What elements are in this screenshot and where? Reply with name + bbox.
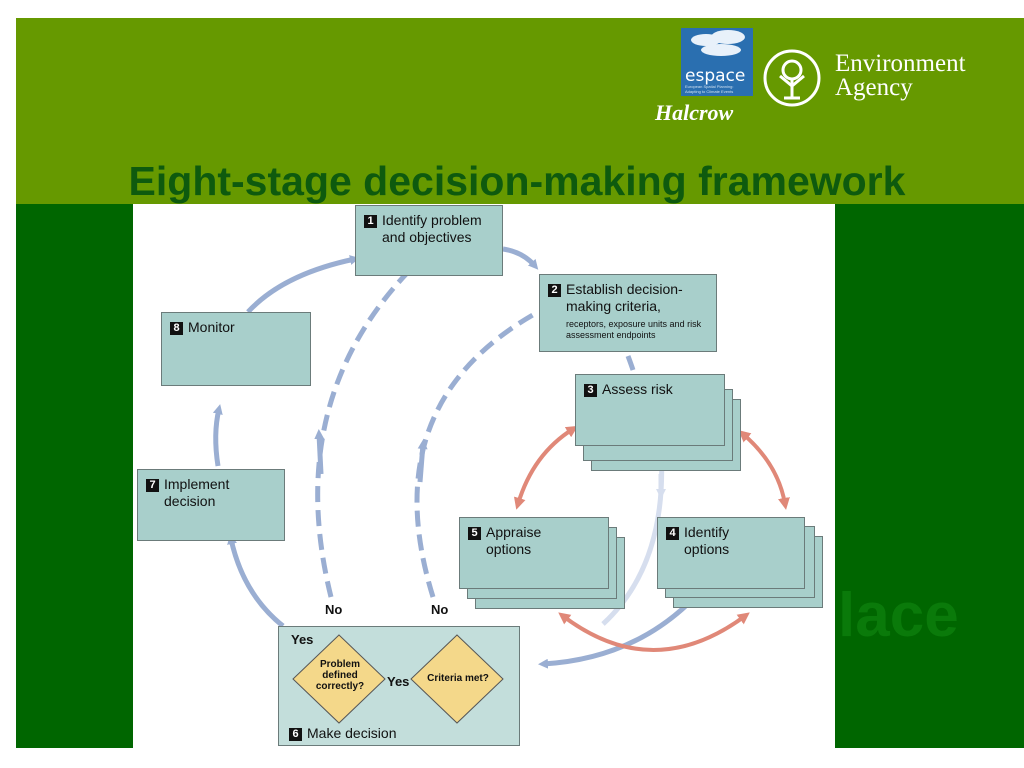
stage-5-label: Appraise options <box>486 524 542 557</box>
stage-4-number: 4 <box>666 527 679 540</box>
halcrow-logo: Halcrow <box>655 100 734 125</box>
stage-7-box: 7 Implement decision <box>137 469 285 541</box>
criteria-met-text: Criteria met? <box>427 673 489 684</box>
stage-6-number: 6 <box>289 728 302 741</box>
stage-1-number: 1 <box>364 215 377 228</box>
dashed-no-to-1-head <box>314 429 325 475</box>
arrow-7-to-8 <box>212 404 223 467</box>
background-watermark: lace <box>838 581 959 650</box>
environment-agency-wordmark: Environment Agency <box>835 50 966 101</box>
page-title: Eight-stage decision-making framework <box>128 158 906 204</box>
no-label-right: No <box>431 602 449 617</box>
stage-8-box: 8 Monitor <box>161 312 311 386</box>
stage-6-caption: 6 Make decision <box>289 725 397 742</box>
stage-6-box: Yes Problem defined correctly? Yes Crite… <box>278 626 520 746</box>
stage-3-box: 3 Assess risk <box>575 374 725 446</box>
arrow-3-5 <box>513 425 579 510</box>
dashed-no-to-1 <box>315 270 410 598</box>
stage-3-label: Assess risk <box>602 381 673 397</box>
arrow-3-4 <box>738 430 790 510</box>
stage-4-label: Identify options <box>684 524 730 557</box>
espace-tagline: European Spatial Planning: Adapting to C… <box>685 84 734 94</box>
dashed-no-to-2-head <box>417 439 428 483</box>
stage-1-label: Identify problem and objectives <box>382 212 482 245</box>
problem-defined-text: Problem defined correctly? <box>315 659 365 692</box>
arrow-8-to-1 <box>246 255 360 314</box>
yes-label-top: Yes <box>291 632 314 647</box>
header-band <box>16 18 1024 204</box>
stage-7-label: Implement decision <box>164 476 230 509</box>
stage-7-number: 7 <box>146 479 159 492</box>
stage-6-label: Make decision <box>307 725 397 741</box>
criteria-met-diamond <box>410 634 504 724</box>
stage-5-number: 5 <box>468 527 481 540</box>
arrow-6-to-7 <box>227 534 285 628</box>
stage-5-box: 5 Appraise options <box>459 517 609 589</box>
stage-2-label: Establish decision-making criteria, <box>566 281 683 314</box>
yes-label-middle: Yes <box>387 674 410 689</box>
arrow-5-4 <box>558 612 750 652</box>
stage-4-box: 4 Identify options <box>657 517 805 589</box>
diagram-arrows <box>212 246 790 669</box>
dashed-no-to-2 <box>414 309 540 598</box>
framework-diagram: 1 Identify problem and objectives 2 Establ… <box>133 204 835 748</box>
stage-8-number: 8 <box>170 322 183 335</box>
decision-diamonds <box>292 634 504 724</box>
environment-agency-tree-icon <box>763 49 821 107</box>
espace-wordmark: espace <box>685 66 746 86</box>
ea-line-2: Agency <box>835 74 913 101</box>
stage-2-subtext: receptors, exposure units and risk asses… <box>566 319 702 340</box>
espace-logo: espace European Spatial Planning: Adapti… <box>681 28 753 96</box>
arrow-2-to-3 <box>625 355 636 371</box>
problem-defined-diamond <box>292 634 386 724</box>
stage-1-box: 1 Identify problem and objectives <box>355 205 503 276</box>
stage-2-box: 2 Establish decision-making criteria, rec… <box>539 274 717 352</box>
no-label-left: No <box>325 602 343 617</box>
arrow-1-to-2 <box>502 246 539 270</box>
ea-line-1: Environment <box>835 50 966 77</box>
stage-2-number: 2 <box>548 284 561 297</box>
stage-8-label: Monitor <box>188 319 235 335</box>
stage-3-number: 3 <box>584 384 597 397</box>
